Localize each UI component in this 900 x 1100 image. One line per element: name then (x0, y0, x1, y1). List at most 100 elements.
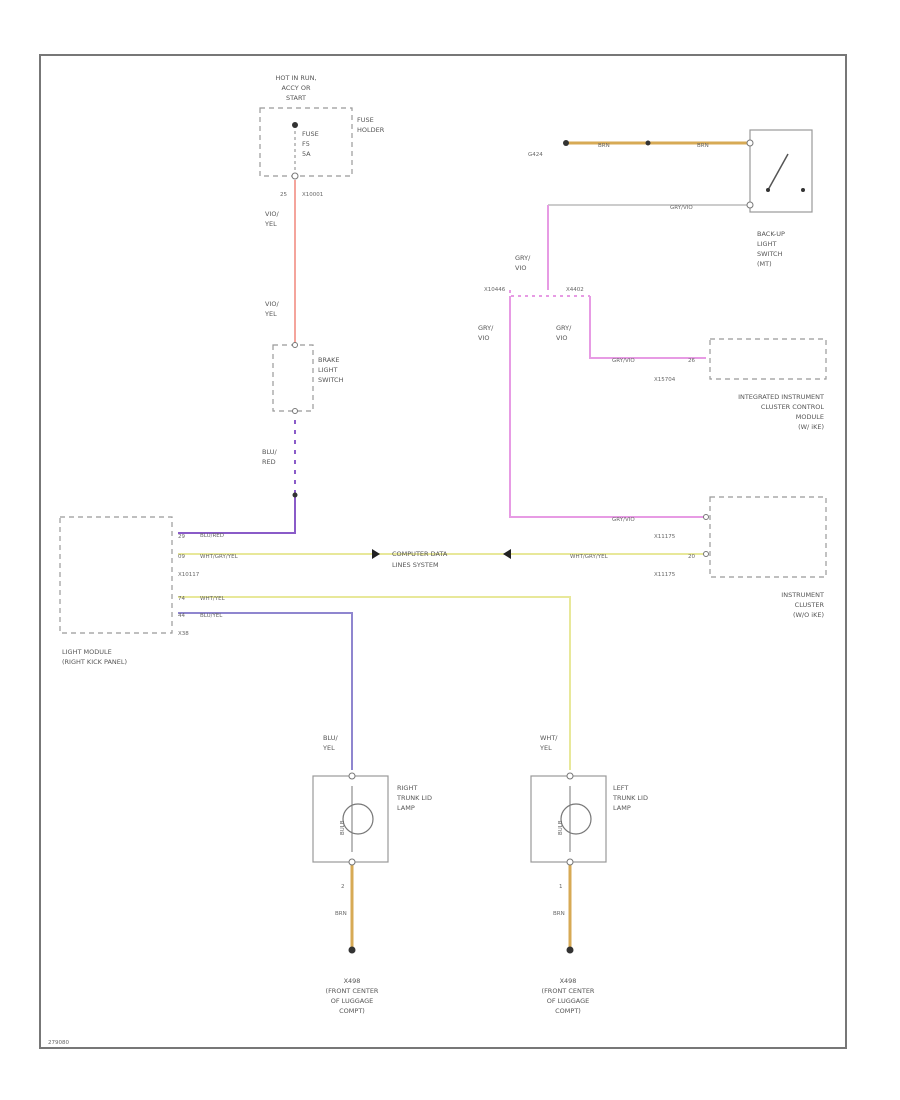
backup-switch-blade (767, 153, 789, 191)
ic-bus-wire-label: WHT/GRY/YEL (570, 554, 609, 560)
diagram-frame (39, 54, 847, 1049)
backup-switch-pivot (766, 188, 770, 192)
fuse-pin: 25 (280, 192, 287, 198)
ic-box (709, 496, 827, 578)
left-lamp-pin-bottom: 1 (559, 884, 563, 890)
backup-switch-wire: GRY/VIO (670, 205, 693, 211)
backup-switch-terminal-top (746, 139, 754, 147)
g424-wire-left: BRN (598, 143, 610, 149)
light-module-box (59, 516, 173, 634)
lm-wire-1-label: BLU/RED (200, 533, 224, 539)
right-lamp-wire-top-2: YEL (322, 744, 335, 752)
left-lamp-ground-dot (566, 946, 574, 954)
fuse-terminal-top (292, 122, 298, 128)
left-lamp-terminal-top (566, 772, 574, 780)
backup-switch-label-3: SWITCH (757, 250, 783, 258)
ic-connector-bottom: X11175 (654, 572, 676, 578)
bus-label-1: COMPUTER DATA (392, 550, 448, 558)
left-lamp-label-1: LEFT (613, 784, 628, 792)
fuse-top-line-3: START (286, 94, 306, 102)
fuse-terminal-bottom (291, 172, 299, 180)
right-lamp-wire-top-1: BLU/ (323, 734, 339, 742)
left-lamp-wire-top-1: WHT/ (540, 734, 558, 742)
left-lamp-wire-top-2: YEL (539, 744, 552, 752)
right-lamp-pin-bottom: 2 (341, 884, 345, 890)
backup-switch-terminal-bottom (746, 201, 754, 209)
wire-pink-to-ic (509, 296, 706, 518)
fuse-holder-label-2: HOLDER (357, 126, 385, 134)
fuse-holder-box (259, 107, 353, 177)
right-lamp-bulb-icon (342, 803, 374, 835)
wire-splice-pink (509, 290, 590, 297)
splice-left-wire-1: GRY/ (478, 324, 494, 332)
fuse-inner-3: 5A (302, 150, 311, 158)
bus-arrow-left (503, 549, 511, 559)
wire-fuse-bottom-1: VIO/ (265, 300, 279, 308)
lm-pin-1: 29 (178, 534, 185, 540)
g424-splice-dot (645, 140, 651, 146)
wire-fuse-top-2: YEL (264, 220, 277, 228)
right-lamp-ground-4: COMPT) (339, 1007, 365, 1015)
wire-pink-to-iccm (589, 296, 706, 359)
right-lamp-inner: BULB (340, 820, 346, 835)
left-lamp-box (530, 775, 607, 863)
wire-lm-to-right-lamp (178, 612, 353, 770)
splice-left-wire-2: VIO (478, 334, 489, 342)
wire-brake-label-2: RED (262, 458, 276, 466)
fuse-inner-2: F5 (302, 140, 310, 148)
brake-splice-dot (292, 492, 298, 498)
iccm-label-1: INTEGRATED INSTRUMENT (738, 393, 824, 401)
left-lamp-terminal-bottom (566, 858, 574, 866)
iccm-wire-label: GRY/VIO (612, 358, 635, 364)
iccm-label-4: (W/ iKE) (798, 423, 824, 431)
g424-wire-right: BRN (697, 143, 709, 149)
iccm-connector: X15704 (654, 377, 676, 383)
left-lamp-label-2: TRUNK LID (612, 794, 648, 802)
brake-switch-box (272, 344, 314, 412)
brake-switch-terminal-top (292, 342, 298, 348)
left-lamp-ground-4: COMPT) (555, 1007, 581, 1015)
fuse-top-line-1: HOT IN RUN, (275, 74, 316, 82)
lm-wire-3-label: WHT/YEL (200, 596, 226, 602)
ic-terminal-bus (703, 551, 709, 557)
wire-brake-label-1: BLU/ (262, 448, 278, 456)
splice-right-wire-2: VIO (556, 334, 567, 342)
left-lamp-ground-2: (FRONT CENTER (542, 987, 595, 995)
splice-left-connector: X10446 (484, 287, 506, 293)
fuse-holder-label-1: FUSE (357, 116, 374, 124)
backup-switch-contact (801, 188, 805, 192)
left-lamp-label-3: LAMP (613, 804, 631, 812)
ic-top-wire-label: GRY/VIO (612, 517, 635, 523)
brake-switch-label-3: SWITCH (318, 376, 344, 384)
backup-switch-label-1: BACK-UP (757, 230, 785, 238)
ic-terminal-top (703, 514, 709, 520)
splice-upper-wire-2: VIO (515, 264, 526, 272)
bus-arrow-right (372, 549, 380, 559)
ic-bus-pin: 20 (688, 554, 695, 560)
right-lamp-terminal-top (348, 772, 356, 780)
ic-label-1: INSTRUMENT (781, 591, 824, 599)
g424-label: G424 (528, 152, 543, 158)
right-lamp-ground-3: OF LUGGAGE (331, 997, 374, 1005)
right-lamp-box (312, 775, 389, 863)
right-lamp-label-3: LAMP (397, 804, 415, 812)
backup-switch-box (749, 129, 813, 213)
right-lamp-ground-dot (348, 946, 356, 954)
splice-upper-wire-1: GRY/ (515, 254, 531, 262)
splice-right-connector: X4402 (566, 287, 584, 293)
splice-right-wire-1: GRY/ (556, 324, 572, 332)
lm-connector-a: X10117 (178, 572, 200, 578)
lm-connector-b: X38 (178, 631, 189, 637)
right-lamp-label-2: TRUNK LID (396, 794, 432, 802)
lm-pin-2: 09 (178, 554, 185, 560)
iccm-pin: 26 (688, 358, 695, 364)
left-lamp-wire-bottom: BRN (553, 911, 565, 917)
fuse-inner-1: FUSE (302, 130, 319, 138)
lm-pin-4: 44 (178, 613, 185, 619)
right-lamp-wire-bottom: BRN (335, 911, 347, 917)
iccm-box (709, 338, 827, 380)
left-lamp-ground-1: X498 (560, 977, 577, 985)
lm-pin-3: 74 (178, 596, 185, 602)
left-lamp-bulb-icon (560, 803, 592, 835)
